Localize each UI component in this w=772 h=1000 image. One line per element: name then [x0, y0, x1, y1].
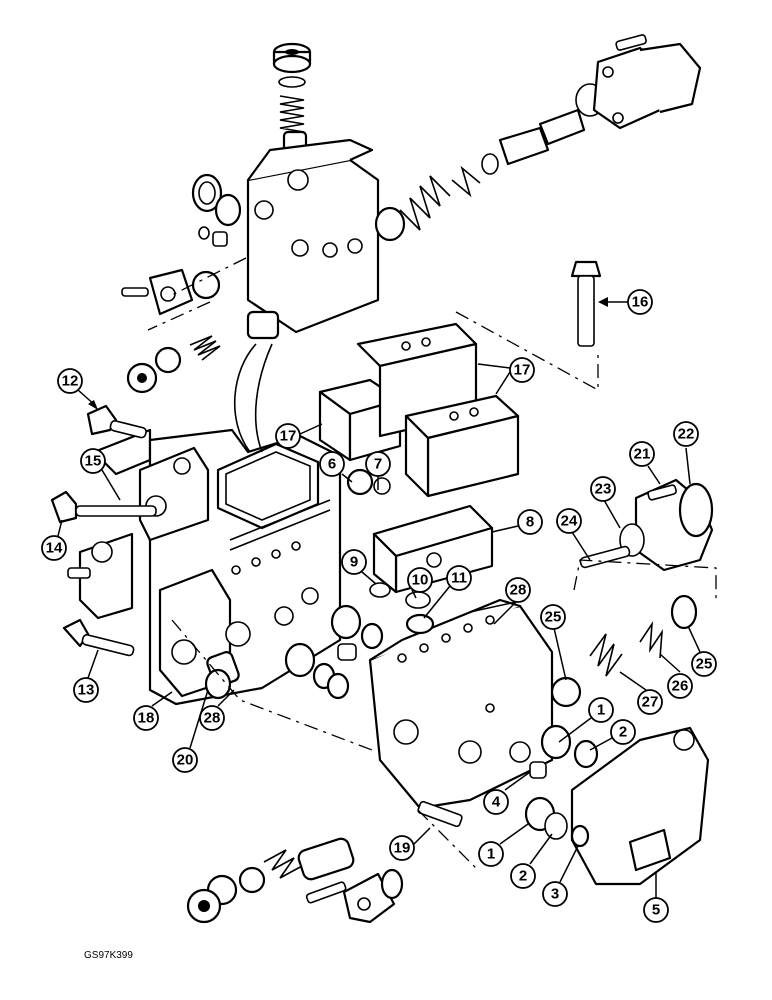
callout-6: 6	[319, 451, 353, 483]
callout-28b: 28	[199, 689, 235, 731]
left-main-body	[50, 404, 384, 706]
callout-17b: 17	[275, 423, 323, 449]
callout-2b: 2	[510, 833, 553, 889]
svg-text:16: 16	[632, 294, 649, 311]
callout-15: 15	[80, 448, 121, 501]
svg-text:27: 27	[642, 694, 659, 711]
figure-code: GS97K399	[84, 950, 133, 961]
svg-text:23: 23	[595, 481, 612, 498]
svg-text:20: 20	[177, 752, 194, 769]
svg-text:24: 24	[561, 513, 578, 530]
callout-10: 10	[407, 567, 433, 599]
svg-text:2: 2	[619, 724, 627, 741]
callout-13: 13	[73, 649, 99, 703]
svg-text:15: 15	[85, 453, 102, 470]
callout-8: 8	[491, 509, 543, 535]
svg-text:7: 7	[374, 456, 382, 473]
callout-27: 27	[619, 671, 663, 715]
callout-21: 21	[629, 441, 661, 485]
callout-25b: 25	[687, 625, 717, 677]
svg-text:28: 28	[510, 582, 527, 599]
callout-18: 18	[133, 691, 173, 731]
svg-text:3: 3	[551, 886, 559, 903]
callout-19: 19	[389, 827, 431, 861]
callout-28a: 28	[469, 577, 531, 625]
callout-12: 12	[57, 368, 98, 410]
callout-20: 20	[172, 689, 209, 773]
callout-7: 7	[365, 451, 391, 490]
callout-9: 9	[341, 549, 377, 585]
svg-text:18: 18	[138, 710, 155, 727]
bottom-valve-parts	[186, 837, 404, 924]
svg-text:2: 2	[519, 868, 527, 885]
callout-14: 14	[41, 519, 67, 561]
callout-25a: 25	[540, 604, 567, 681]
svg-text:28: 28	[204, 710, 221, 727]
alignment-lines	[147, 257, 717, 871]
callout-3: 3	[542, 845, 579, 907]
callout-26: 26	[659, 653, 693, 699]
svg-text:17: 17	[514, 362, 531, 379]
svg-text:5: 5	[652, 902, 660, 919]
svg-text:8: 8	[526, 514, 534, 531]
callout-11: 11	[423, 565, 472, 619]
callout-1b: 1	[478, 823, 529, 867]
svg-text:12: 12	[62, 373, 79, 390]
svg-text:9: 9	[350, 554, 358, 571]
callout-22: 22	[673, 421, 699, 485]
callout-23: 23	[590, 476, 621, 529]
svg-text:6: 6	[328, 456, 336, 473]
callout-24: 24	[556, 508, 591, 561]
svg-text:22: 22	[678, 426, 695, 443]
right-main-body	[318, 260, 714, 886]
svg-text:26: 26	[672, 678, 689, 695]
svg-text:19: 19	[394, 840, 411, 857]
svg-text:4: 4	[492, 794, 501, 811]
svg-text:25: 25	[545, 609, 562, 626]
svg-text:25: 25	[696, 656, 713, 673]
callout-16: 16	[598, 289, 653, 315]
callout-1a: 1	[558, 697, 614, 743]
callout-2a: 2	[589, 719, 636, 751]
svg-text:1: 1	[487, 846, 495, 863]
callout-4: 4	[483, 771, 531, 815]
top-valve-assembly	[121, 34, 702, 394]
svg-text:11: 11	[451, 570, 467, 587]
callout-5: 5	[643, 872, 669, 923]
callout-17a: 17	[477, 357, 535, 395]
svg-text:21: 21	[634, 446, 651, 463]
svg-text:13: 13	[78, 682, 95, 699]
callouts: 1 2 4 1 2 3 5 6	[41, 289, 717, 923]
svg-text:14: 14	[46, 540, 63, 557]
svg-text:1: 1	[597, 702, 605, 719]
arrowhead	[88, 400, 98, 410]
svg-text:17: 17	[280, 428, 297, 445]
svg-text:10: 10	[412, 572, 429, 589]
